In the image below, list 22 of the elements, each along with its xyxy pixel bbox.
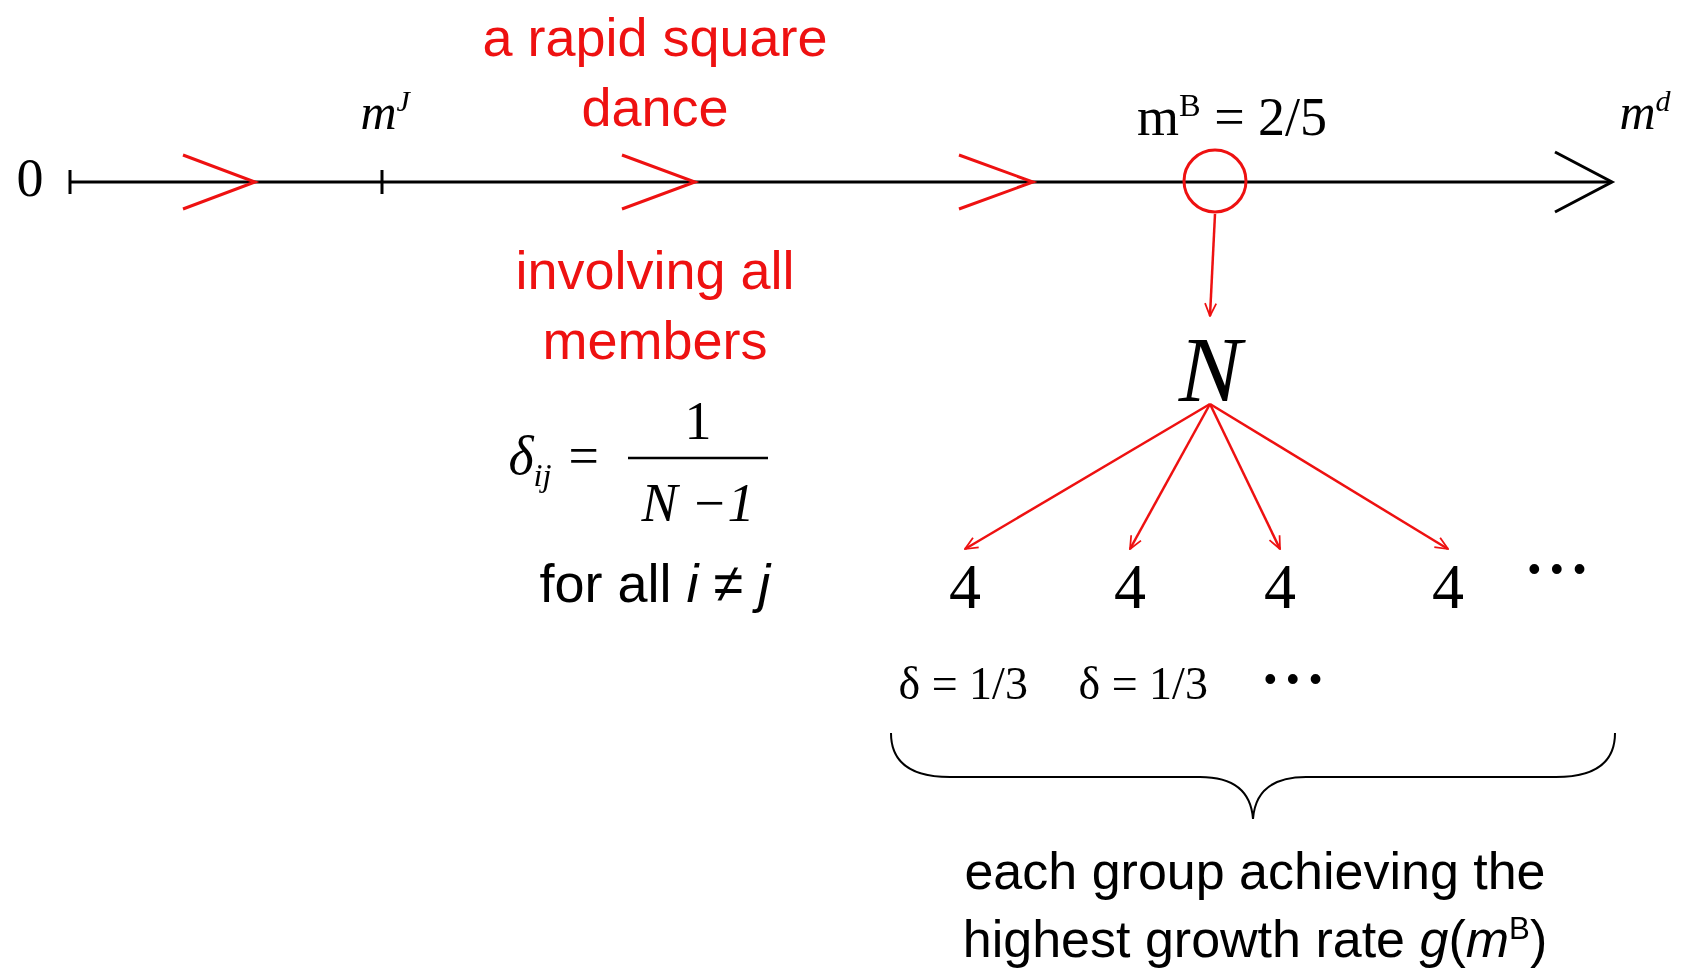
arrow <box>1209 402 1449 551</box>
axis-label: 0 <box>16 150 44 207</box>
variable-symbol: N <box>1169 322 1251 402</box>
ellipsis: • • • <box>1528 550 1586 588</box>
arrow <box>964 402 1211 551</box>
circle-marker <box>1182 148 1248 214</box>
axis-label: m$^{B}$ = 2/5 <box>1137 88 1328 146</box>
condition-text: for all i ≠ j <box>539 555 771 612</box>
annotation-text: a rapid square dance <box>481 6 829 140</box>
ellipsis: • • • <box>1264 660 1322 698</box>
formula-text: δ$_{ij}$ = <box>508 428 602 492</box>
axis-label: m$^{J}$ <box>360 85 410 139</box>
arrow <box>1208 403 1282 550</box>
formula-text: 1 <box>684 393 712 450</box>
formula-text: δ = 1/3 <box>898 660 1028 709</box>
annotation-text: involving all members <box>514 239 796 373</box>
arrow <box>1128 403 1212 550</box>
arrow <box>1204 213 1218 317</box>
axis-label: m$^{d}$ <box>1619 85 1671 139</box>
caption-text: each group achieving the highest growth rate g(m$^{B}$) <box>961 841 1549 970</box>
formula-text: N −1 <box>641 475 755 532</box>
formula-text: δ = 1/3 <box>1078 660 1208 709</box>
